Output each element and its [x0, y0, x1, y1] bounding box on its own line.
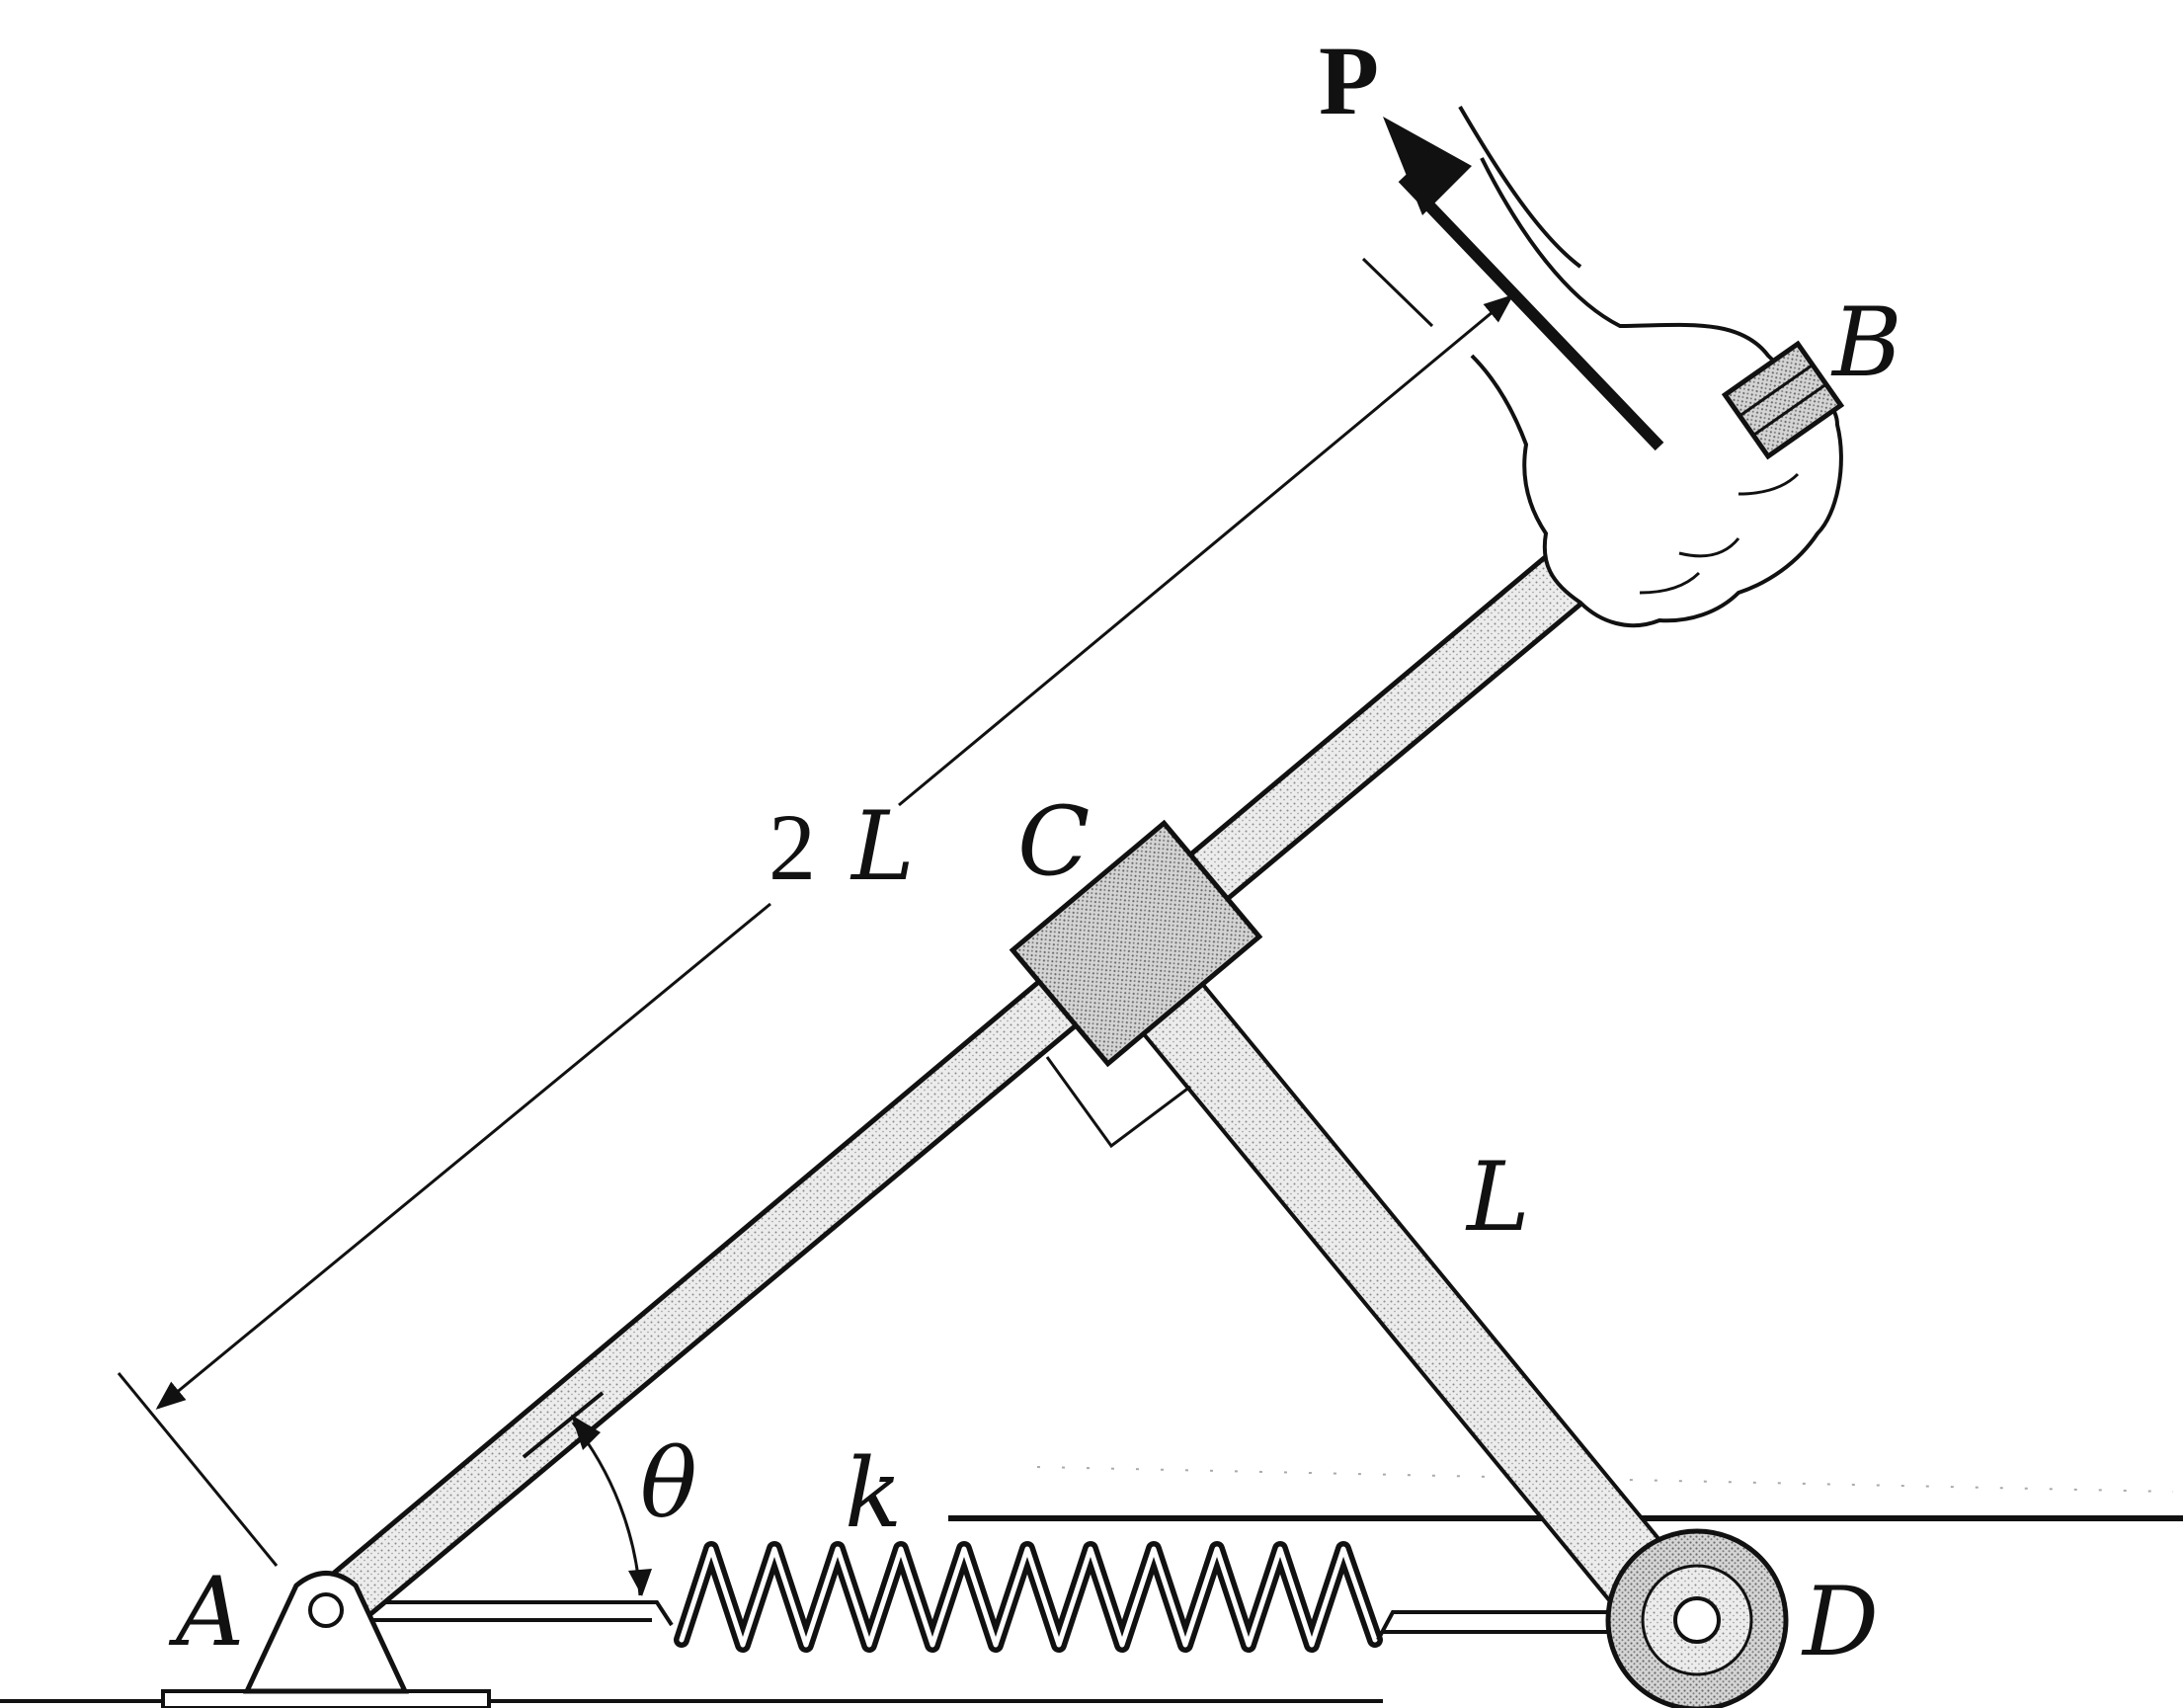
- dimension-tick-a: [117, 1372, 279, 1567]
- hand-finger-lines: [1639, 414, 1810, 595]
- label-b: B: [1830, 287, 1902, 398]
- label-theta: θ: [640, 1428, 697, 1539]
- base-plate: [161, 1689, 491, 1708]
- label-2l-number: 2: [768, 794, 816, 900]
- collar-c: [1009, 819, 1263, 1068]
- label-a: A: [168, 1557, 244, 1667]
- label-d: D: [1801, 1567, 1879, 1677]
- hand-icon: [1470, 157, 1843, 628]
- label-k: k: [845, 1438, 902, 1549]
- pin-d: [1673, 1596, 1721, 1644]
- dimension-line-2l-lower: [155, 902, 771, 1410]
- right-angle-marker: [1045, 1056, 1191, 1149]
- label-c: C: [1017, 786, 1090, 897]
- label-l: L: [1465, 1142, 1530, 1253]
- label-2l-variable: L: [849, 791, 915, 902]
- angle-arrow-top: [571, 1415, 601, 1450]
- wrist-line: [1458, 105, 1582, 269]
- spring-k-inner: [679, 1546, 1378, 1648]
- bar-ab: [297, 544, 1604, 1639]
- pin-a: [308, 1592, 344, 1628]
- force-arrow-p: [1398, 173, 1664, 451]
- pin-support-a: [243, 1571, 409, 1694]
- spring-k: [674, 1541, 1383, 1653]
- dimension-line-2l-upper: [898, 294, 1514, 807]
- angle-reference-line: [522, 1391, 605, 1459]
- angle-arrow-bottom: [628, 1569, 652, 1596]
- spring-rod-left: [365, 1600, 674, 1627]
- force-arrowhead-p: [1383, 117, 1472, 215]
- knob-b: [1721, 340, 1845, 460]
- dimension-tick-b: [1361, 257, 1434, 328]
- label-p: P: [1319, 26, 1379, 135]
